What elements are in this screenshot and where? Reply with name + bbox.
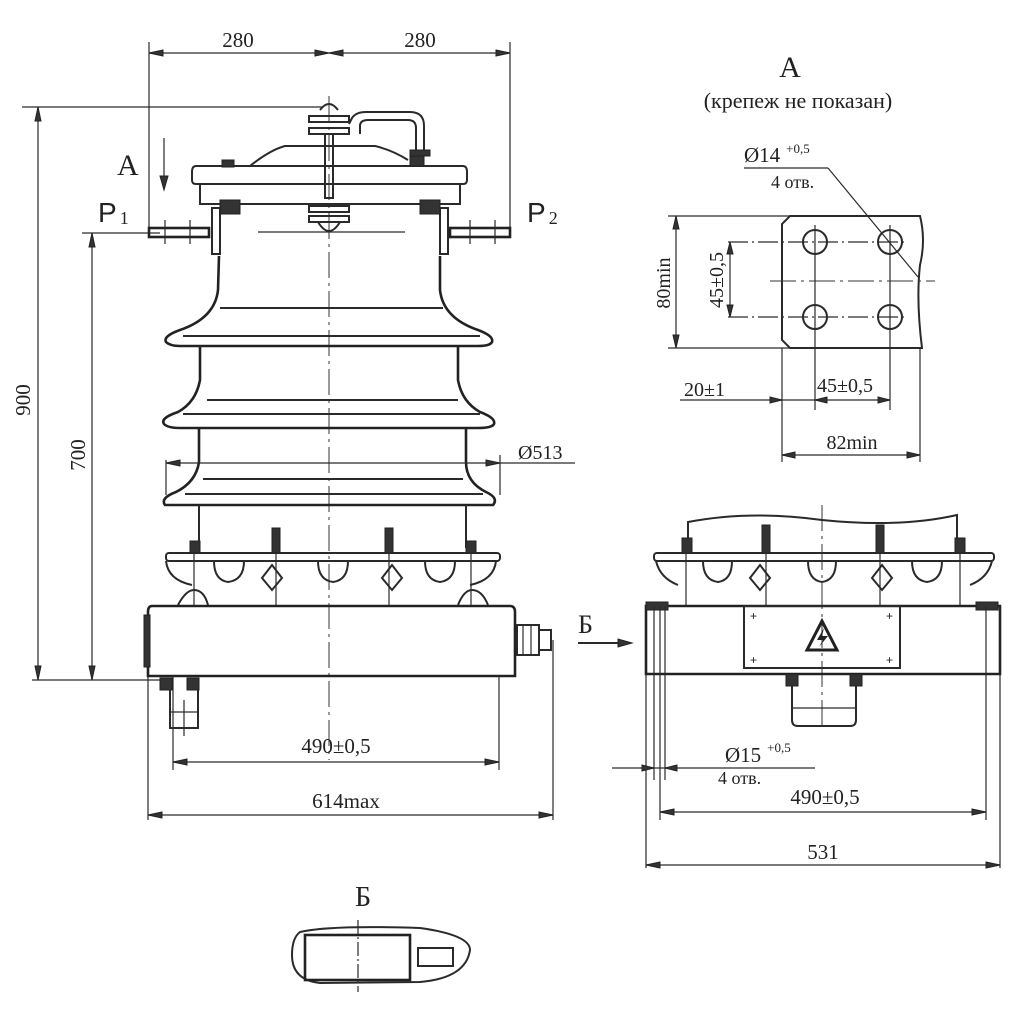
dim-280-right: 280 <box>404 28 436 52</box>
dim-700: 700 <box>66 439 90 471</box>
dim-45-horizontal: 45±0,5 <box>817 375 873 397</box>
top-dimension: 280 280 <box>148 28 511 232</box>
primary-terminals <box>147 220 512 244</box>
side-view: + + + + Ø15+0,5 4 отв. 490±0,5 <box>612 505 1002 869</box>
dim-614max: 614max <box>312 789 380 813</box>
insulator-body <box>162 255 497 548</box>
diameter-dimension: Ø513 <box>165 442 575 495</box>
view-a-marker: A <box>117 149 139 182</box>
view-b-title: Б <box>355 882 371 913</box>
svg-text:+: + <box>750 609 757 623</box>
hole-count-side: 4 отв. <box>718 768 761 788</box>
hole-diameter-15: Ø15+0,5 <box>725 740 791 767</box>
view-b-detail: Б <box>290 882 472 992</box>
dim-490-side: 490±0,5 <box>790 785 859 809</box>
base-housing <box>143 604 554 820</box>
view-b-marker: Б <box>578 610 593 639</box>
view-a-subtitle: (крепеж не показан) <box>704 88 893 113</box>
high-voltage-warning-icon <box>804 617 840 652</box>
dim-900: 900 <box>11 384 35 416</box>
hole-count-a: 4 отв. <box>771 172 814 192</box>
dim-490-main: 490±0,5 <box>301 734 370 758</box>
dim-80min: 80min <box>653 257 675 308</box>
dim-20: 20±1 <box>684 379 725 401</box>
height-dimensions: 900 700 <box>11 106 322 681</box>
dim-82min: 82min <box>826 432 877 454</box>
dim-45-vertical: 45±0,5 <box>706 252 728 308</box>
view-a-detail: A (крепеж не показан) Ø14+0,5 4 отв. 80m… <box>653 51 935 462</box>
svg-text:+: + <box>886 609 893 623</box>
dim-280-left: 280 <box>222 28 254 52</box>
dim-531: 531 <box>807 840 839 864</box>
base-flange <box>165 527 501 607</box>
view-a-title: A <box>779 51 801 84</box>
bottom-dimensions: 490±0,5 614max <box>147 734 554 819</box>
cover-assembly <box>191 103 468 255</box>
svg-text:+: + <box>750 653 757 667</box>
hole-diameter-14: Ø14+0,5 <box>744 141 810 167</box>
svg-text:+: + <box>886 653 893 667</box>
dim-diameter-513: Ø513 <box>518 442 562 464</box>
